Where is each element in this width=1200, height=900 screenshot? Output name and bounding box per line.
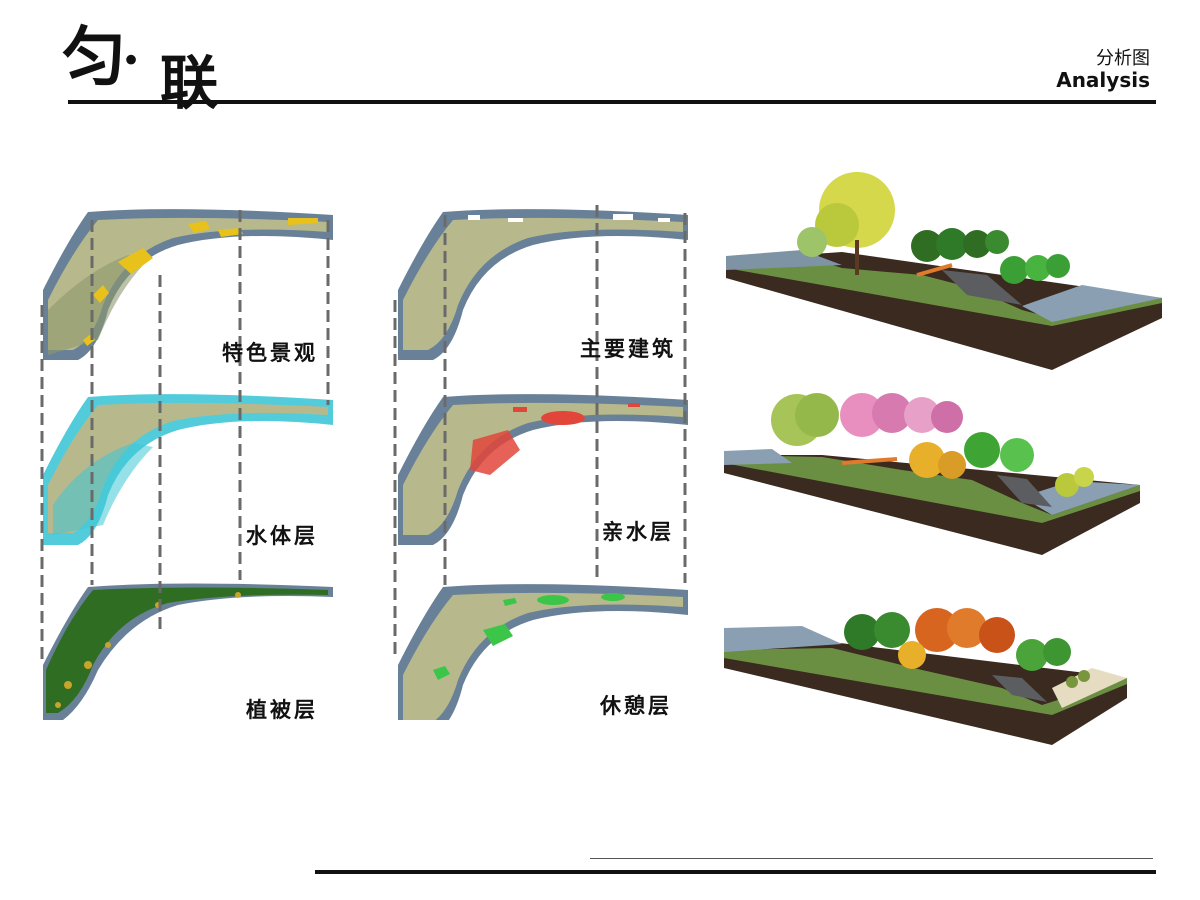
title-char-2: 联 [160,49,219,117]
left-dash-guides [40,210,330,660]
map-waterfront-layer [398,394,688,545]
label-waterfront-layer: 亲水层 [602,519,674,544]
label-rest-layer: 休憩层 [600,693,672,718]
label-vegetation-layer: 植被层 [246,697,318,722]
map-water-layer [43,394,333,545]
mid-map-column [398,209,688,720]
label-feature-landscape: 特色景观 [222,340,318,365]
title-char-1: 匀 [62,20,126,95]
map-building-layer [398,209,688,360]
section-block-2 [724,393,1140,555]
title-dot: · [122,30,141,91]
left-map-column [43,209,333,720]
section-block-3 [724,608,1127,745]
map-feature-landscape [43,209,333,360]
subtitle-en: Analysis [1056,68,1150,92]
section-block-1 [726,172,1162,370]
label-water-layer: 水体层 [246,523,318,548]
map-rest-layer [398,584,688,720]
footer-rule-thick [315,870,1156,874]
header-rule [68,100,1156,104]
footer-rule-thin [590,858,1153,859]
mid-dash-guides [393,205,687,655]
label-main-buildings: 主要建筑 [580,336,676,361]
subtitle-cn: 分析图 [1096,48,1150,69]
